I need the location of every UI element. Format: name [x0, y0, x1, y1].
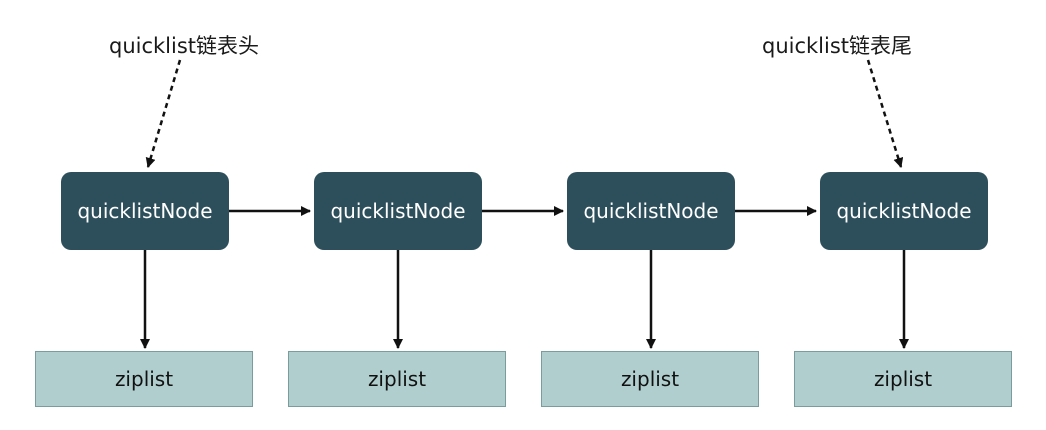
head-label: quicklist链表头 — [109, 34, 260, 58]
ziplist-box-1: ziplist — [35, 351, 253, 407]
ziplist-box-4: ziplist — [794, 351, 1012, 407]
quicklist-node-1: quicklistNode — [61, 172, 229, 250]
ziplist-box-2: ziplist — [288, 351, 506, 407]
tail-pointer-arrow — [866, 59, 904, 168]
quicklist-node-3: quicklistNode — [567, 172, 735, 250]
tail-label: quicklist链表尾 — [762, 34, 913, 58]
quicklist-node-4: quicklistNode — [820, 172, 988, 250]
head-pointer-arrow — [145, 59, 182, 168]
ziplist-box-3: ziplist — [541, 351, 759, 407]
quicklist-node-2: quicklistNode — [314, 172, 482, 250]
